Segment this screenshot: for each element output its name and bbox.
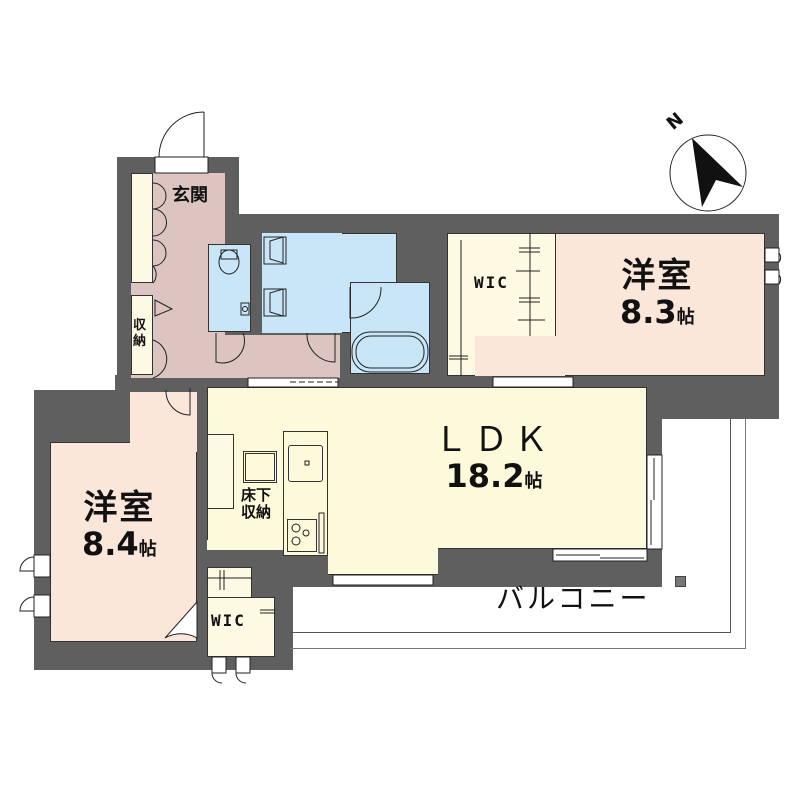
kitchen-stove <box>287 519 317 552</box>
balcony-outline-inner <box>290 418 731 633</box>
balcony-label: バルコニー <box>496 582 651 615</box>
kitchen-sink <box>288 445 323 482</box>
balcony-outline-outer <box>290 418 746 649</box>
ldk-size-unit: 帖 <box>524 471 543 493</box>
western-room-2-size-unit: 帖 <box>138 539 157 561</box>
western-room-2-title: 洋室 8.4帖 <box>82 488 157 563</box>
room-bathroom <box>350 282 430 374</box>
room-ldk-lower-left <box>207 540 329 550</box>
room-western-1-ext <box>475 336 565 376</box>
wic-2-label: WIC <box>211 611 246 630</box>
ldk-title: ＬＤＫ 18.2帖 <box>434 420 554 495</box>
entrance-door-swing-icon <box>158 111 205 158</box>
genkan-label: 玄関 <box>172 185 208 206</box>
ldk-size-num: 18.2 <box>445 457 525 496</box>
underfloor-storage-label: 床下 収納 <box>241 486 272 522</box>
entrance-door-frame <box>154 156 209 174</box>
room-western-2 <box>50 442 197 642</box>
kitchen-counter <box>283 431 328 556</box>
western-room-2-size-num: 8.4 <box>82 525 139 564</box>
storage-hall-label: 収 納 <box>133 318 146 349</box>
compass-arrow-icon <box>692 138 743 207</box>
underfloor-storage-label-2: 収納 <box>241 503 272 522</box>
room-storage-hall <box>131 295 153 375</box>
underfloor-storage-hatch <box>243 451 277 483</box>
room-ldk <box>207 387 647 549</box>
balcony-drain <box>675 576 686 587</box>
room-western-1 <box>555 233 765 376</box>
storage-hall-label-1: 収 <box>133 318 147 333</box>
shoe-cabinet <box>131 173 153 283</box>
western-room-2-size: 8.4帖 <box>82 527 157 562</box>
wic-1-label: WIC <box>474 273 509 292</box>
ldk-size: 18.2帖 <box>434 459 554 494</box>
kitchen-counter-back <box>207 434 234 509</box>
western-room-1-title: 洋室 8.3帖 <box>620 256 695 331</box>
storage-hall-label-2: 納 <box>133 333 147 349</box>
western-room-1-name: 洋室 <box>621 256 694 296</box>
western-room-1-size: 8.3帖 <box>620 295 695 330</box>
western-room-1-size-unit: 帖 <box>676 307 695 329</box>
room-toilet <box>208 244 251 332</box>
underfloor-storage-label-1: 床下 <box>241 486 272 504</box>
room-western-2-upper <box>130 392 197 452</box>
western-room-1-size-num: 8.3 <box>620 293 677 332</box>
western-room-2-name: 洋室 <box>83 488 156 528</box>
ldk-name: ＬＤＫ <box>434 420 554 460</box>
